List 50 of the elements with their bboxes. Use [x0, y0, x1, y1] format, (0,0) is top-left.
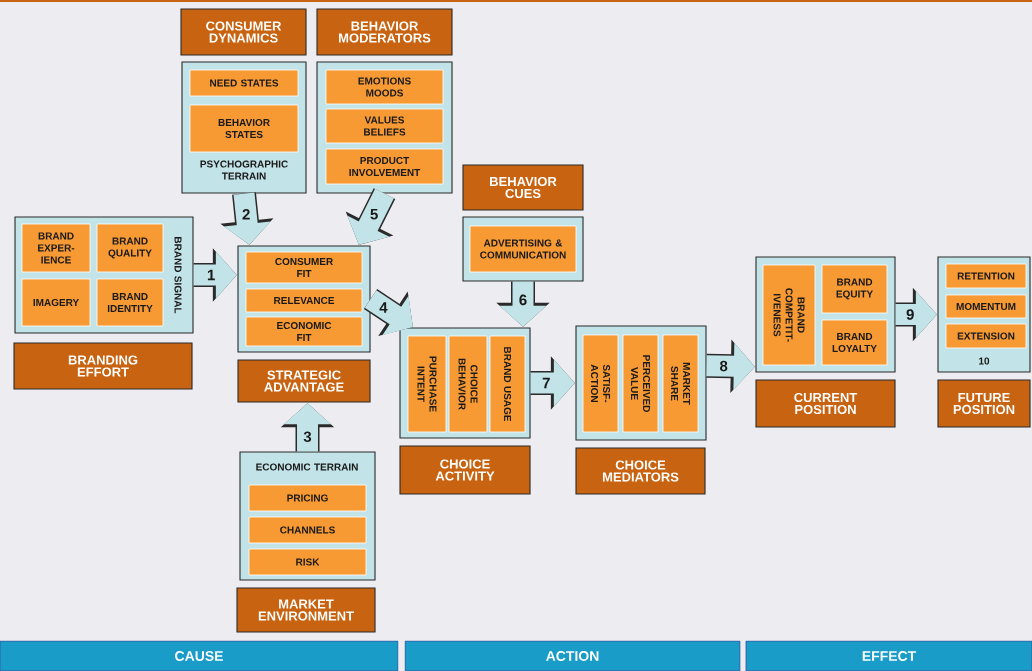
factor-box: RISK [248, 548, 367, 576]
factor-box: PRICING [248, 484, 367, 512]
edge-label: 9 [905, 308, 916, 321]
factor-box: BEHAVIOR STATES [189, 104, 299, 153]
factor-box: ECONOMIC FIT [245, 316, 363, 347]
heading-box: BEHAVIOR MODERATORS [316, 8, 453, 56]
edge-label: 4 [378, 301, 389, 314]
heading-box: STRATEGIC ADVANTAGE [237, 359, 371, 403]
factor-box: MOMENTUM [945, 294, 1027, 319]
factor-box: RETENTION [945, 263, 1027, 289]
phase-bar: ACTION [404, 640, 741, 671]
heading-box: BEHAVIOR CUES [462, 164, 584, 211]
phase-bar: CAUSE [0, 640, 399, 671]
factor-box: MARKET SHARE [662, 334, 699, 433]
factor-box: CHANNELS [248, 516, 367, 544]
edge-label: 7 [541, 376, 552, 390]
factor-box: BRAND USAGE [489, 335, 526, 433]
factor-box: PRODUCT INVOLVEMENT [325, 148, 444, 185]
edge-label: 3 [302, 430, 313, 444]
factor-box: CONSUMER FIT [245, 251, 363, 284]
edge-label: 5 [368, 208, 380, 221]
factor-box: BRAND COMPETIT-IVENESS [762, 264, 816, 366]
factor-box: BRAND IDENTITY [96, 278, 164, 327]
factor-box: BRAND EXPER-IENCE [21, 223, 91, 273]
factor-box: EXTENSION [945, 323, 1027, 349]
edge-label: 8 [718, 359, 729, 373]
factor-box: SATISF-ACTION [582, 334, 619, 433]
factor-box: EMOTIONS MOODS [325, 69, 444, 105]
factor-box: IMAGERY [21, 278, 91, 327]
factor-box: NEED STATES [189, 69, 299, 97]
heading-box: BRANDING EFFORT [13, 342, 193, 390]
edge-label: 1 [205, 268, 217, 282]
factor-box: CHOICE BEHAVIOR [448, 335, 488, 433]
heading-box: CHOICE MEDIATORS [575, 447, 706, 495]
factor-box: BRAND LOYALTY [821, 319, 888, 366]
heading-box: CHOICE ACTIVITY [399, 445, 531, 495]
heading-box: FUTURE POSITION [937, 379, 1031, 428]
heading-box: CURRENT POSITION [755, 379, 896, 428]
factor-box: BRAND EQUITY [821, 264, 888, 314]
heading-box: CONSUMER DYNAMICS [180, 8, 307, 56]
factor-box: PURCHASE INTENT [407, 335, 447, 433]
edge-label: 2 [241, 208, 252, 221]
phase-bar: EFFECT [745, 640, 1032, 671]
factor-box: BRAND QUALITY [96, 223, 164, 273]
factor-box: VALUES BELIEFS [325, 108, 444, 144]
factor-box: RELEVANCE [245, 288, 363, 313]
heading-box: MARKET ENVIRONMENT [236, 587, 376, 633]
factor-box: PERCEIVED VALUE [622, 334, 659, 433]
edge-label: 6 [517, 293, 529, 307]
factor-box: ADVERTISING & COMMUNICATION [469, 225, 577, 273]
